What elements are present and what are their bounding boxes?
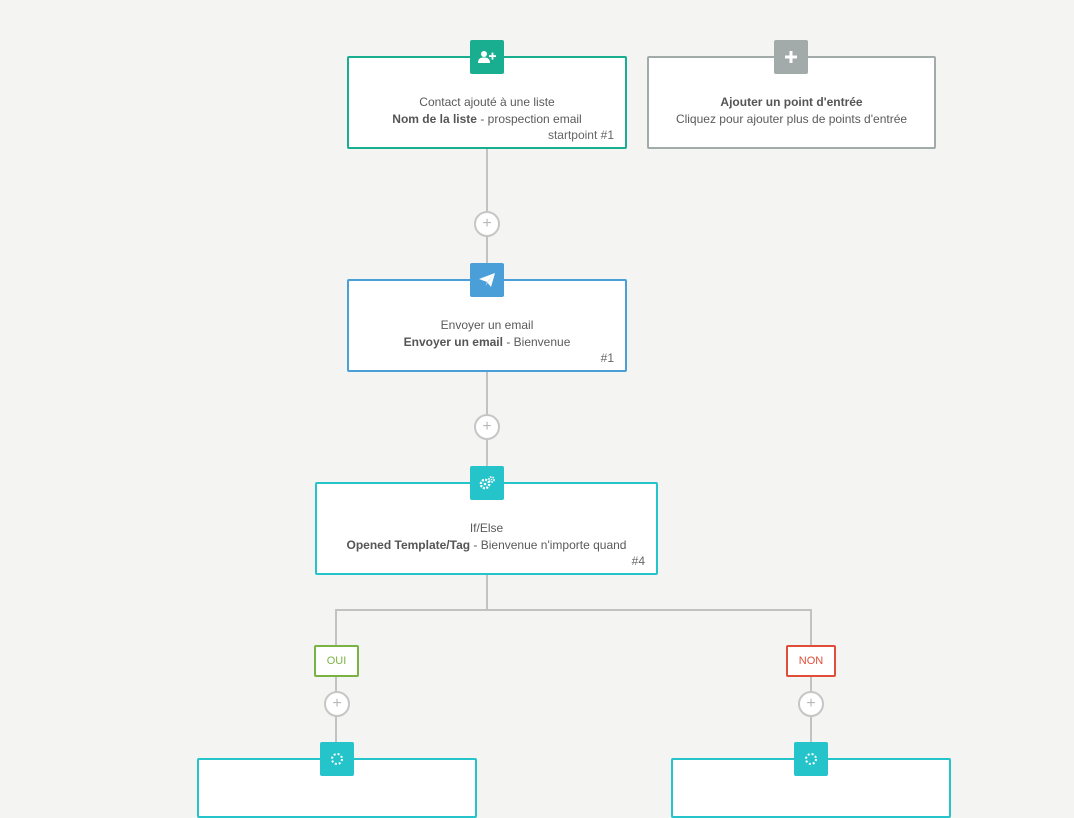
add-step-button-no[interactable]: + xyxy=(798,691,824,717)
start-node-field-label: Nom de la liste xyxy=(392,112,477,126)
condition-node-field-value: - Bienvenue n'importe quand xyxy=(470,538,627,552)
email-node-detail: Envoyer un email - Bienvenue xyxy=(349,334,625,351)
paper-plane-icon[interactable] xyxy=(470,263,504,297)
add-step-button[interactable]: + xyxy=(474,414,500,440)
yes-branch-label[interactable]: OUI xyxy=(314,645,359,677)
condition-node-detail: Opened Template/Tag - Bienvenue n'import… xyxy=(317,537,656,554)
condition-node-field-label: Opened Template/Tag xyxy=(346,538,471,552)
email-node-field-label: Envoyer un email xyxy=(403,335,503,349)
email-node-field-value: - Bienvenue xyxy=(502,335,571,349)
connector-yes-branch xyxy=(335,609,337,764)
gears-icon[interactable] xyxy=(470,466,504,500)
condition-node-title: If/Else xyxy=(469,521,504,535)
loading-icon[interactable] xyxy=(320,742,354,776)
no-branch-label[interactable]: NON xyxy=(786,645,836,677)
start-node-title: Contact ajouté à une liste xyxy=(419,95,555,109)
add-entry-subtitle: Cliquez pour ajouter plus de points d'en… xyxy=(675,112,908,126)
loading-icon[interactable] xyxy=(794,742,828,776)
email-node-number: #1 xyxy=(600,351,614,365)
connector-no-branch xyxy=(810,609,812,764)
start-node-detail: Nom de la liste - prospection email xyxy=(349,111,625,128)
condition-node-number: #4 xyxy=(631,554,645,568)
connector-split-horizontal xyxy=(335,609,812,611)
add-user-icon[interactable] xyxy=(470,40,504,74)
add-entry-title: Ajouter un point d'entrée xyxy=(720,95,863,109)
email-node-title: Envoyer un email xyxy=(440,318,534,332)
start-node-number: startpoint #1 xyxy=(547,128,614,142)
connector-condition-split xyxy=(486,574,488,610)
start-node-field-value: - prospection email xyxy=(476,112,582,126)
add-step-button[interactable]: + xyxy=(474,211,500,237)
plus-icon[interactable] xyxy=(774,40,808,74)
add-step-button-yes[interactable]: + xyxy=(324,691,350,717)
